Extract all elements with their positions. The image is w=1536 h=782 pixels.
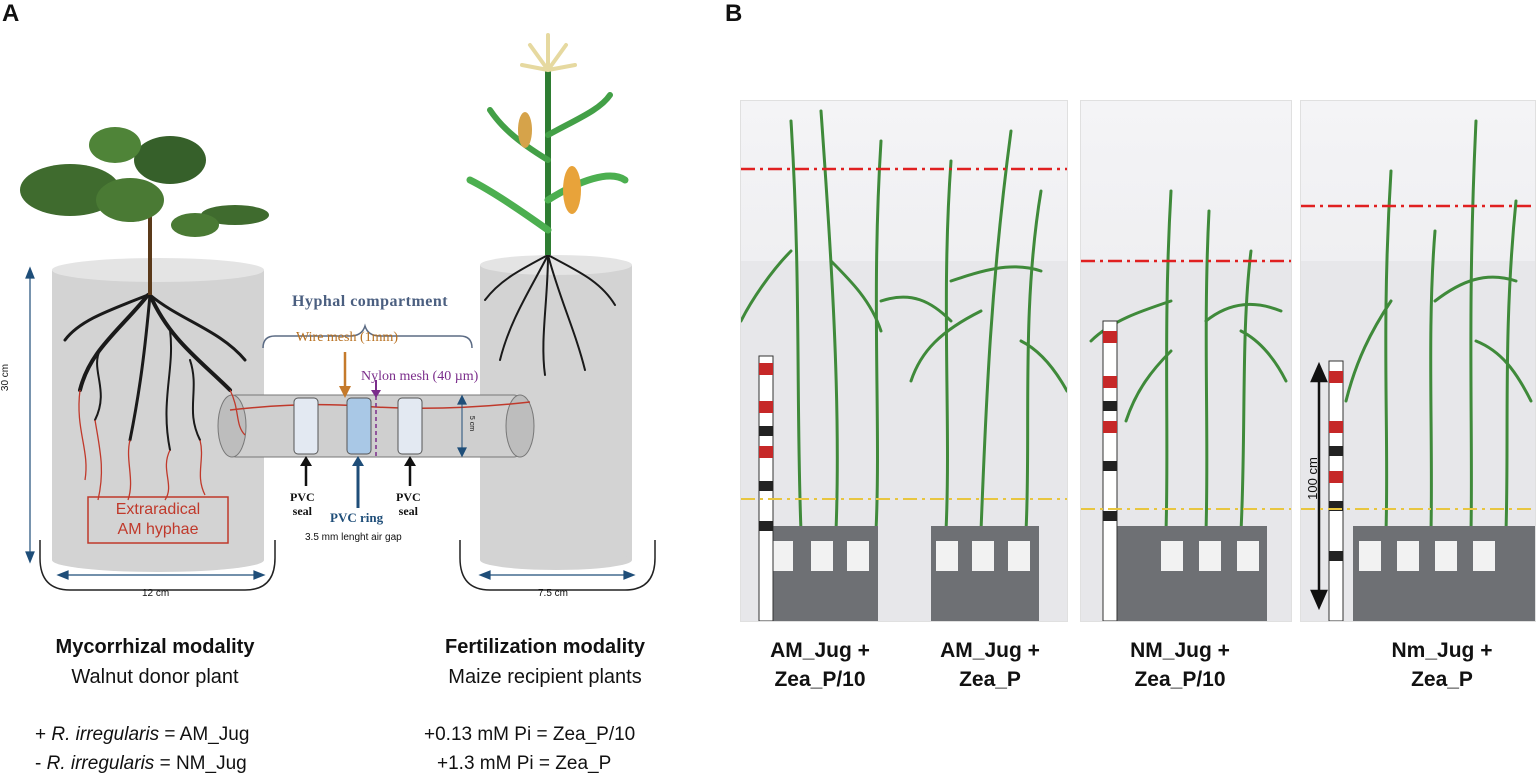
pvc-seal-left-label: PVC seal (290, 490, 315, 518)
extraradical-hyphae (78, 389, 246, 501)
component-arrows (300, 352, 416, 508)
pot-bracket-right (459, 540, 656, 591)
width-12cm-label: 12 cm (142, 588, 170, 599)
fertilization-modality-title: Fertilization modality (444, 636, 646, 658)
walnut-shoot (20, 127, 269, 295)
caption-am-jug-p: AM_Jug + Zea_P (940, 639, 1040, 691)
zea-p-definition: +1.3 mM Pi = Zea_P (437, 753, 612, 774)
zea-p10-definition: +0.13 mM Pi = Zea_P/10 (424, 724, 636, 745)
pot-bracket-left (39, 540, 276, 591)
height-30cm-label: 30 cm (0, 363, 12, 392)
panel-label-b: B (725, 0, 743, 27)
photo-nm-jug-p: 100 cm (1300, 100, 1536, 622)
photo-am-jug (740, 100, 1068, 622)
extraradical-hyphae-label: Extraradical AM hyphae (115, 501, 201, 538)
connecting-tube (217, 394, 535, 458)
pvc-ring-label: PVC ring (330, 510, 384, 525)
nm-jug-definition: - R. irregularis = NM_Jug (35, 753, 247, 774)
caption-am-jug-p10: AM_Jug + Zea_P/10 (770, 639, 870, 691)
fertilization-modality-subtitle: Maize recipient plants (448, 666, 642, 688)
hyphal-compartment-brace (262, 323, 473, 349)
hyphal-compartment-label: Hyphal compartment (292, 293, 449, 310)
experimental-setup-diagram (20, 33, 656, 591)
height-scale-arrow (1310, 361, 1328, 611)
photo-nm-jug-p10 (1080, 100, 1292, 622)
nylon-mesh-label: Nylon mesh (40 µm) (361, 369, 479, 384)
caption-nm-jug-p: Nm_Jug + Zea_P (1391, 639, 1493, 691)
mycorrhizal-modality-title: Mycorrhizal modality (55, 636, 255, 658)
scale-100cm-label: 100 cm (1304, 457, 1320, 500)
am-jug-definition: + R. irregularis = AM_Jug (35, 724, 250, 745)
caption-nm-jug-p10: NM_Jug + Zea_P/10 (1130, 639, 1230, 691)
extraradical-box (87, 496, 229, 544)
panel-label-a: A (2, 0, 20, 27)
width-7-5cm-label: 7.5 cm (538, 588, 569, 599)
diameter-5cm-label: 5 cm (468, 415, 476, 432)
mycorrhizal-modality-subtitle: Walnut donor plant (71, 666, 239, 688)
wire-mesh-label: Wire mesh (1mm) (296, 330, 399, 345)
walnut-roots (63, 293, 247, 451)
pvc-seal-right-label: PVC seal (396, 490, 421, 518)
air-gap-label: 3.5 mm lenght air gap (305, 532, 402, 543)
dimension-lines (25, 266, 636, 580)
maize-shoot (466, 33, 629, 255)
maize-roots (484, 254, 616, 376)
